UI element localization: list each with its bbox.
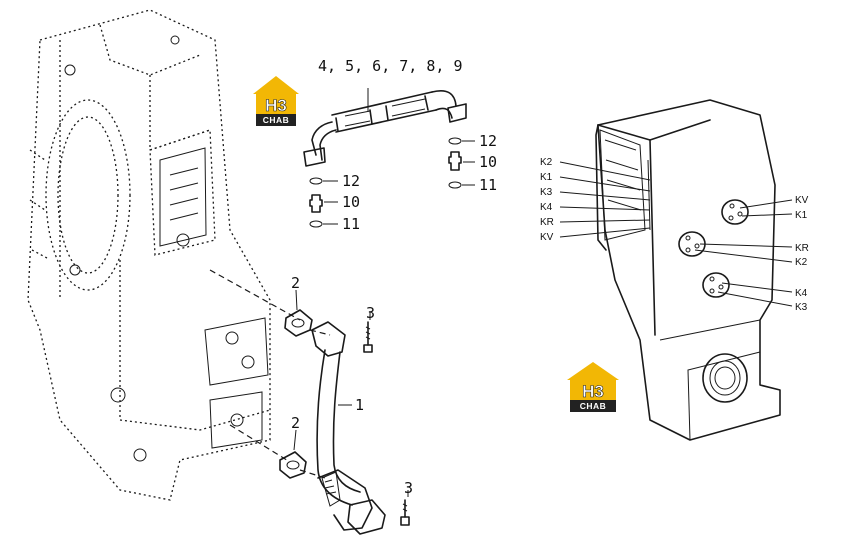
leader-gasket-bottom [293, 429, 297, 451]
house-roof-icon [567, 362, 619, 380]
port-label-left-4: KR [540, 217, 554, 228]
bolt-bottom [400, 499, 410, 526]
oil-pipe [311, 321, 386, 535]
port-label-left-5: KV [540, 232, 554, 243]
port-label-left-1: K1 [540, 172, 553, 183]
port-group-upper [721, 199, 749, 225]
port-label-right-4: K4 [795, 288, 808, 299]
callout-gasket-bottom: 2 [291, 414, 300, 432]
port-label-left-0: K2 [540, 157, 553, 168]
oring-upper-left [309, 177, 323, 185]
brand-logo-top: H3 CHAB [253, 76, 299, 126]
callout-bolt-bottom: 3 [404, 479, 413, 497]
callout-oring-upper-right: 12 [479, 132, 497, 150]
logo-letters: H3 [265, 96, 287, 115]
fitting-group-right [448, 137, 475, 189]
transmission-housing [27, 9, 271, 501]
callout-fitting-right: 10 [479, 153, 497, 171]
callout-hose: 4, 5, 6, 7, 8, 9 [318, 57, 463, 75]
port-label-left-2: K3 [540, 187, 553, 198]
bolt-top [363, 321, 373, 353]
logo-subtext: CHAB [580, 401, 607, 411]
house-roof-icon [253, 76, 299, 94]
callout-gasket-top: 2 [291, 274, 300, 292]
oring-lower-left [309, 220, 323, 228]
port-label-right-3: K2 [795, 257, 808, 268]
callout-pipe: 1 [355, 396, 364, 414]
assembly-line-gasket-bottom [229, 424, 291, 463]
callout-oring-upper-left: 12 [342, 172, 360, 190]
port-label-right-0: KV [795, 195, 809, 206]
oring-upper-right [448, 137, 462, 145]
port-label-right-5: K3 [795, 302, 808, 313]
logo-subtext: CHAB [263, 115, 290, 125]
port-group-lower [702, 272, 730, 298]
logo-letters: H3 [582, 382, 604, 401]
callout-oring-lower-left: 11 [342, 215, 360, 233]
fitting-left [309, 194, 323, 213]
assembly-line-pipe-top [309, 329, 331, 336]
brand-logo-bottom: H3 CHAB [567, 362, 619, 412]
port-label-left-3: K4 [540, 202, 553, 213]
oring-lower-right [448, 181, 462, 189]
port-label-right-1: K1 [795, 210, 808, 221]
control-valve-body [595, 99, 781, 441]
assembly-line-gasket-top [209, 269, 301, 321]
callout-fitting-left: 10 [342, 193, 360, 211]
callout-oring-lower-right: 11 [479, 176, 497, 194]
fitting-group-left [309, 177, 338, 228]
hose-assembly [303, 88, 467, 167]
callout-bolt-top: 3 [366, 304, 375, 322]
leader-gasket-top [295, 289, 298, 311]
valve-leaders [559, 161, 793, 307]
gasket-bottom [279, 451, 307, 479]
fitting-right [448, 151, 462, 171]
port-label-right-2: KR [795, 243, 809, 254]
gasket-top [284, 309, 313, 337]
